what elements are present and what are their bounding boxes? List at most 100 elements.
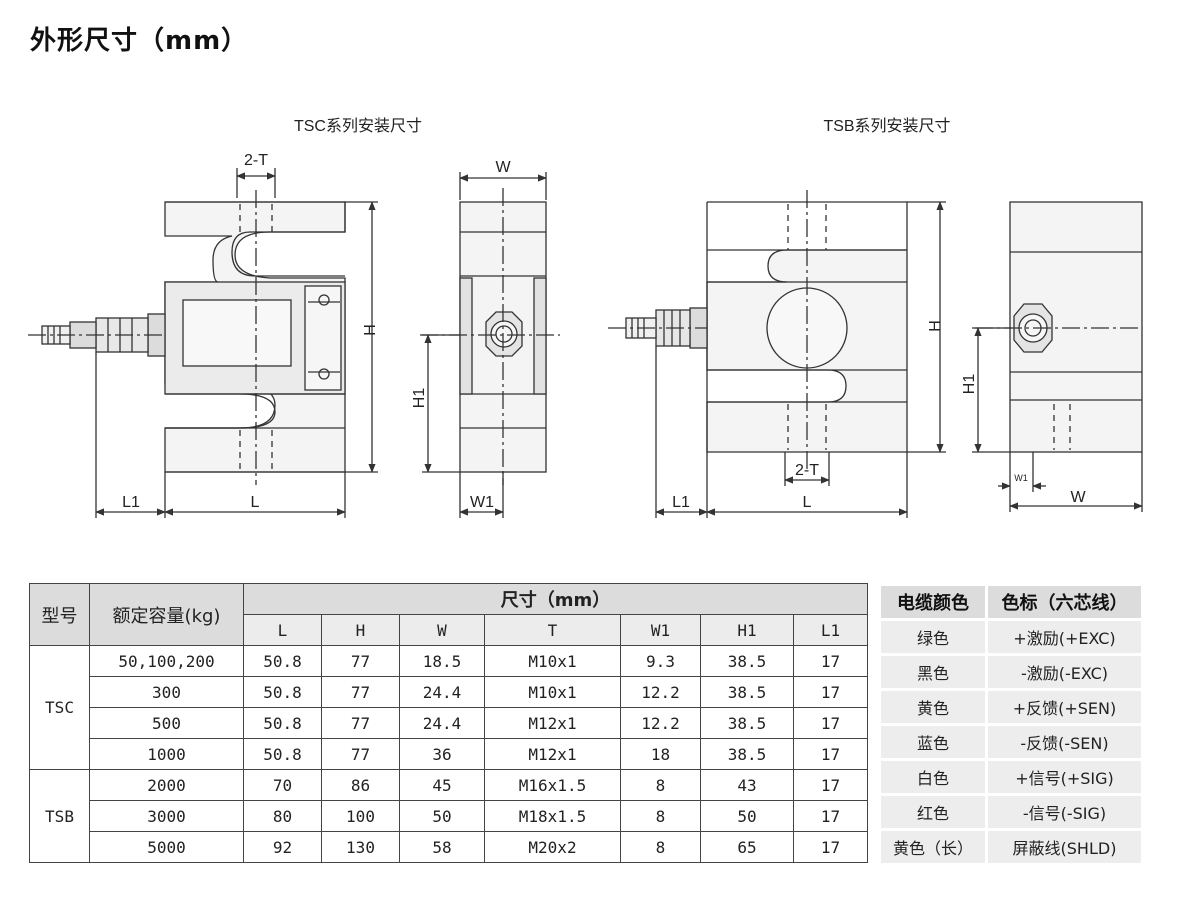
- value-cell: 65: [700, 831, 794, 863]
- value-cell: 12.2: [620, 707, 701, 739]
- value-cell: 8: [620, 800, 701, 832]
- value-cell: 58: [399, 831, 485, 863]
- tsc-width-label: W: [495, 159, 511, 176]
- tsb-h1-label: H1: [961, 374, 978, 395]
- value-cell: 43: [700, 769, 794, 801]
- value-cell: 77: [321, 645, 400, 677]
- model-cell: TSC: [29, 645, 90, 770]
- value-cell: 17: [793, 707, 868, 739]
- table-row: 5000 92 130 58 M20x2 8 65 17: [30, 831, 868, 863]
- table-row: 黄色 +反馈(+SEN): [881, 691, 1141, 723]
- value-cell: 8: [620, 769, 701, 801]
- table-row: 蓝色 -反馈(-SEN): [881, 726, 1141, 758]
- cable-color-cell: 红色: [881, 796, 985, 828]
- capacity-cell: 3000: [89, 800, 244, 832]
- value-cell: 50.8: [243, 707, 322, 739]
- dimension-drawing: TSC系列安装尺寸 TSB系列安装尺寸 2-T H L1 L W H1 W1 2…: [28, 117, 1143, 518]
- capacity-cell: 2000: [89, 769, 244, 801]
- table-row: 绿色 +激励(+EXC): [881, 621, 1141, 653]
- value-cell: 38.5: [700, 645, 794, 677]
- tsc-front-view: [28, 168, 378, 518]
- column-header: L1: [793, 614, 868, 646]
- tsb-height-label: H: [927, 320, 944, 332]
- tsb-l-label: L: [803, 494, 812, 511]
- value-cell: 50.8: [243, 645, 322, 677]
- value-cell: 45: [399, 769, 485, 801]
- value-cell: 38.5: [700, 738, 794, 770]
- value-cell: 17: [793, 645, 868, 677]
- capacity-header: 额定容量(kg): [89, 583, 244, 646]
- value-cell: M10x1: [484, 645, 621, 677]
- value-cell: 77: [321, 707, 400, 739]
- value-cell: 9.3: [620, 645, 701, 677]
- value-cell: 50: [399, 800, 485, 832]
- signal-cell: -激励(-EXC): [985, 656, 1141, 688]
- column-header: H: [321, 614, 400, 646]
- tsc-l1-label: L1: [122, 494, 140, 511]
- signal-cell: -反馈(-SEN): [985, 726, 1141, 758]
- column-header: L: [243, 614, 322, 646]
- cable-color-table: 电缆颜色 色标（六芯线） 绿色 +激励(+EXC) 黑色 -激励(-EXC) 黄…: [881, 583, 1141, 866]
- column-header: W1: [620, 614, 701, 646]
- spec-table: 型号 额定容量(kg) 尺寸（mm） L H W T W1 H1 L1 TSC …: [29, 583, 868, 863]
- value-cell: 77: [321, 676, 400, 708]
- value-cell: M10x1: [484, 676, 621, 708]
- capacity-cell: 500: [89, 707, 244, 739]
- tsc-h1-label: H1: [411, 388, 428, 409]
- tsb-l1-label: L1: [672, 494, 690, 511]
- tsc-caption: TSC系列安装尺寸: [294, 117, 422, 135]
- capacity-cell: 300: [89, 676, 244, 708]
- tsb-w1-label: W1: [1014, 473, 1028, 483]
- tsb-thread-label: 2-T: [795, 462, 819, 479]
- capacity-cell: 5000: [89, 831, 244, 863]
- tsc-thread-label: 2-T: [244, 152, 268, 169]
- value-cell: 24.4: [399, 707, 485, 739]
- value-cell: 17: [793, 800, 868, 832]
- value-cell: 17: [793, 738, 868, 770]
- value-cell: 12.2: [620, 676, 701, 708]
- tsb-caption: TSB系列安装尺寸: [823, 117, 950, 135]
- cable-color-cell: 黄色: [881, 691, 985, 723]
- column-header: T: [484, 614, 621, 646]
- cable-color-cell: 绿色: [881, 621, 985, 653]
- signal-cell: 屏蔽线(SHLD): [985, 831, 1141, 863]
- cable-color-cell: 黑色: [881, 656, 985, 688]
- value-cell: M20x2: [484, 831, 621, 863]
- cable-color-header: 电缆颜色: [881, 586, 985, 618]
- table-row: 红色 -信号(-SIG): [881, 796, 1141, 828]
- cable-color-cell: 蓝色: [881, 726, 985, 758]
- value-cell: 38.5: [700, 676, 794, 708]
- value-cell: 80: [243, 800, 322, 832]
- tsc-side-view: [420, 172, 560, 518]
- table-row: TSC 50,100,200 50.8 77 18.5 M10x1 9.3 38…: [29, 645, 868, 770]
- signal-cell: -信号(-SIG): [985, 796, 1141, 828]
- value-cell: 50.8: [243, 738, 322, 770]
- table-row: 黄色（长） 屏蔽线(SHLD): [881, 831, 1141, 863]
- signal-cell: +信号(+SIG): [985, 761, 1141, 793]
- value-cell: 17: [793, 676, 868, 708]
- dimensions-header: 尺寸（mm）: [243, 583, 868, 615]
- table-row: TSB 2000 70 86 45 M16x1.5 8 43 17: [29, 769, 868, 863]
- value-cell: 17: [793, 831, 868, 863]
- capacity-cell: 1000: [89, 738, 244, 770]
- color-code-header: 色标（六芯线）: [985, 586, 1141, 618]
- column-header: H1: [700, 614, 794, 646]
- table-row: 白色 +信号(+SIG): [881, 761, 1141, 793]
- column-header: W: [399, 614, 485, 646]
- tsc-w1-label: W1: [470, 494, 494, 511]
- value-cell: 77: [321, 738, 400, 770]
- tsb-side-view: [972, 201, 1143, 512]
- value-cell: 24.4: [399, 676, 485, 708]
- value-cell: M12x1: [484, 738, 621, 770]
- cable-color-cell: 白色: [881, 761, 985, 793]
- model-header: 型号: [29, 583, 90, 646]
- signal-cell: +反馈(+SEN): [985, 691, 1141, 723]
- value-cell: M18x1.5: [484, 800, 621, 832]
- cable-color-cell: 黄色（长）: [881, 831, 985, 863]
- page-title: 外形尺寸（mm）: [30, 26, 249, 56]
- table-row: 300 50.8 77 24.4 M10x1 12.2 38.5 17: [30, 676, 868, 708]
- value-cell: 38.5: [700, 707, 794, 739]
- value-cell: 18: [620, 738, 701, 770]
- value-cell: 36: [399, 738, 485, 770]
- tsb-width-label: W: [1070, 489, 1086, 506]
